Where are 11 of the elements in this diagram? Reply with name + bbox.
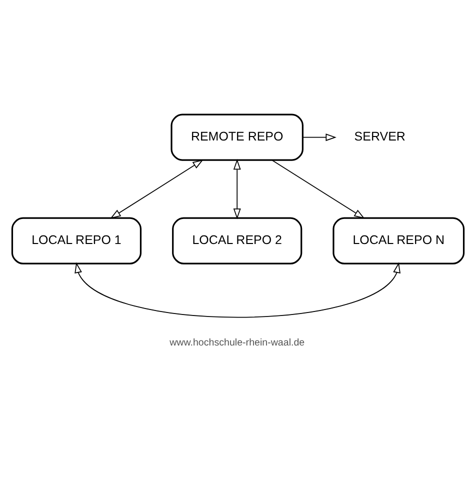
arrow [272, 159, 365, 218]
arrow [233, 158, 241, 219]
label: www.hochschule-rhein-waal.de [170, 337, 305, 348]
arrow [110, 159, 204, 218]
node-box: LOCAL REPO N [332, 216, 465, 264]
node-box: LOCAL REPO 2 [172, 216, 302, 264]
arrow [302, 133, 336, 141]
node-box: LOCAL REPO 1 [11, 216, 142, 264]
arrow [74, 262, 400, 318]
node-box: REMOTE REPO [170, 113, 304, 160]
node-text: SERVER [354, 129, 406, 144]
